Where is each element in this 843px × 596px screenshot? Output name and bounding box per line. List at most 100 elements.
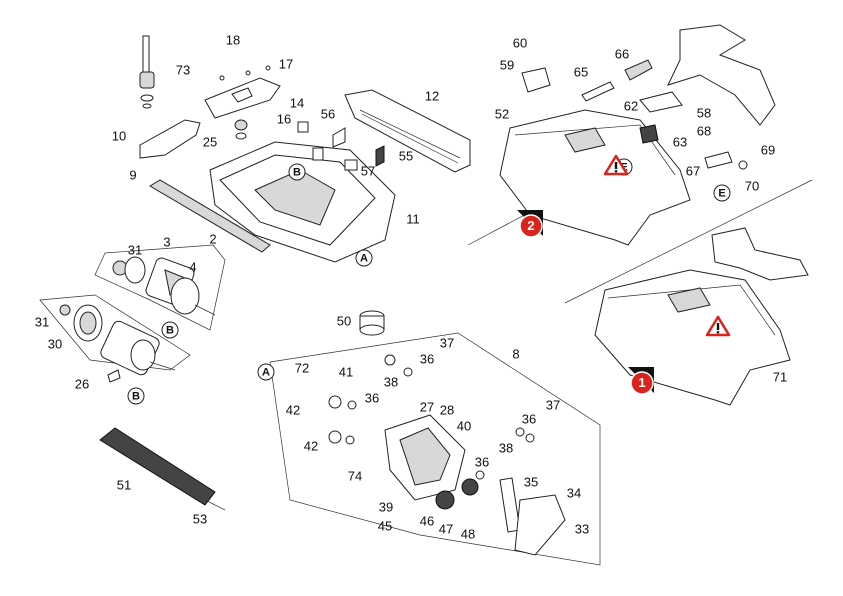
warning-icon xyxy=(705,315,731,337)
callout-67: 67 xyxy=(686,163,700,178)
callout-52: 52 xyxy=(495,106,509,121)
callout-18: 18 xyxy=(226,32,240,47)
bracket-10 xyxy=(139,119,201,159)
callout-40: 40 xyxy=(457,418,471,433)
callout-31: 31 xyxy=(35,314,49,329)
callout-57: 57 xyxy=(361,163,375,178)
callout-2: 2 xyxy=(209,231,216,246)
cover-12 xyxy=(344,89,471,173)
warning-icons xyxy=(603,154,731,337)
motor-assembly-2 xyxy=(112,256,216,316)
callout-27: 27 xyxy=(420,399,434,414)
callout-36: 36 xyxy=(365,390,379,405)
marker-a: A xyxy=(355,249,373,267)
callout-11: 11 xyxy=(406,211,420,226)
bracket-17 xyxy=(204,65,281,140)
part-56 xyxy=(332,127,346,148)
shaft-73 xyxy=(139,35,155,109)
callout-16: 16 xyxy=(277,111,291,126)
callout-34: 34 xyxy=(567,485,581,500)
view-badge-2: 2 xyxy=(517,210,543,238)
part-55 xyxy=(375,145,385,167)
callout-38: 38 xyxy=(384,374,398,389)
belt-35 xyxy=(499,477,521,533)
callout-36: 36 xyxy=(522,411,536,426)
marker-e: E xyxy=(713,184,731,202)
callout-70: 70 xyxy=(745,178,759,193)
callout-60: 60 xyxy=(513,35,527,50)
marker-b: B xyxy=(288,163,306,181)
svg-text:1: 1 xyxy=(638,375,645,390)
callout-37: 37 xyxy=(546,397,560,412)
callout-33: 33 xyxy=(575,521,589,536)
belt-cover-34 xyxy=(514,494,566,556)
marker-b: B xyxy=(161,321,179,339)
callout-8: 8 xyxy=(512,346,519,361)
callout-51: 51 xyxy=(117,477,131,492)
callout-58: 58 xyxy=(697,105,711,120)
callout-62: 62 xyxy=(624,98,638,113)
callout-63: 63 xyxy=(673,134,687,149)
callout-35: 35 xyxy=(524,474,538,489)
callout-53: 53 xyxy=(193,511,207,526)
section-dividers xyxy=(467,179,813,304)
callout-45: 45 xyxy=(378,518,392,533)
svg-text:B: B xyxy=(293,166,301,178)
svg-text:A: A xyxy=(262,366,270,378)
pipe-9 xyxy=(149,179,271,253)
chassis-11 xyxy=(209,121,396,263)
callout-73: 73 xyxy=(176,62,190,77)
callout-39: 39 xyxy=(379,499,393,514)
marker-b: B xyxy=(127,387,145,405)
callout-68: 68 xyxy=(697,123,711,138)
callout-71: 71 xyxy=(773,369,787,384)
callout-47: 47 xyxy=(439,521,453,536)
callout-38: 38 xyxy=(499,440,513,455)
callout-66: 66 xyxy=(615,46,629,61)
part-50 xyxy=(359,310,385,336)
drive-unit-8 xyxy=(328,354,535,510)
svg-text:E: E xyxy=(718,187,725,199)
callout-59: 59 xyxy=(500,57,514,72)
view-badges: 21 xyxy=(517,210,654,395)
callout-31: 31 xyxy=(128,242,142,257)
callout-74: 74 xyxy=(348,468,362,483)
svg-text:A: A xyxy=(360,252,368,264)
group-outline-8 xyxy=(269,332,601,566)
callout-12: 12 xyxy=(425,88,439,103)
callout-72: 72 xyxy=(295,360,309,375)
callout-36: 36 xyxy=(475,454,489,469)
roller-brush-51 xyxy=(99,427,226,511)
callout-25: 25 xyxy=(203,134,217,149)
callout-28: 28 xyxy=(440,402,454,417)
fork-top xyxy=(667,24,776,126)
group-outline-motor-b xyxy=(39,294,191,371)
marker-a: A xyxy=(257,363,275,381)
callout-10: 10 xyxy=(112,128,126,143)
motor-assembly-b xyxy=(59,304,176,383)
svg-text:B: B xyxy=(166,324,174,336)
callout-17: 17 xyxy=(279,56,293,71)
group-outline-motor-2 xyxy=(94,244,226,331)
svg-text:B: B xyxy=(132,390,140,402)
svg-text:2: 2 xyxy=(527,218,534,233)
callout-9: 9 xyxy=(129,167,136,182)
callout-14: 14 xyxy=(290,95,304,110)
callout-55: 55 xyxy=(399,148,413,163)
callout-3: 3 xyxy=(163,234,170,249)
callout-41: 41 xyxy=(339,364,353,379)
callout-42: 42 xyxy=(304,438,318,453)
callout-56: 56 xyxy=(321,106,335,121)
cover-52 xyxy=(499,59,748,246)
callout-69: 69 xyxy=(761,142,775,157)
callout-42: 42 xyxy=(286,402,300,417)
callout-50: 50 xyxy=(337,313,351,328)
callout-26: 26 xyxy=(75,376,89,391)
callout-4: 4 xyxy=(189,259,196,274)
warning-icon xyxy=(603,154,629,176)
view-badge-1: 1 xyxy=(628,367,654,395)
callout-65: 65 xyxy=(574,64,588,79)
